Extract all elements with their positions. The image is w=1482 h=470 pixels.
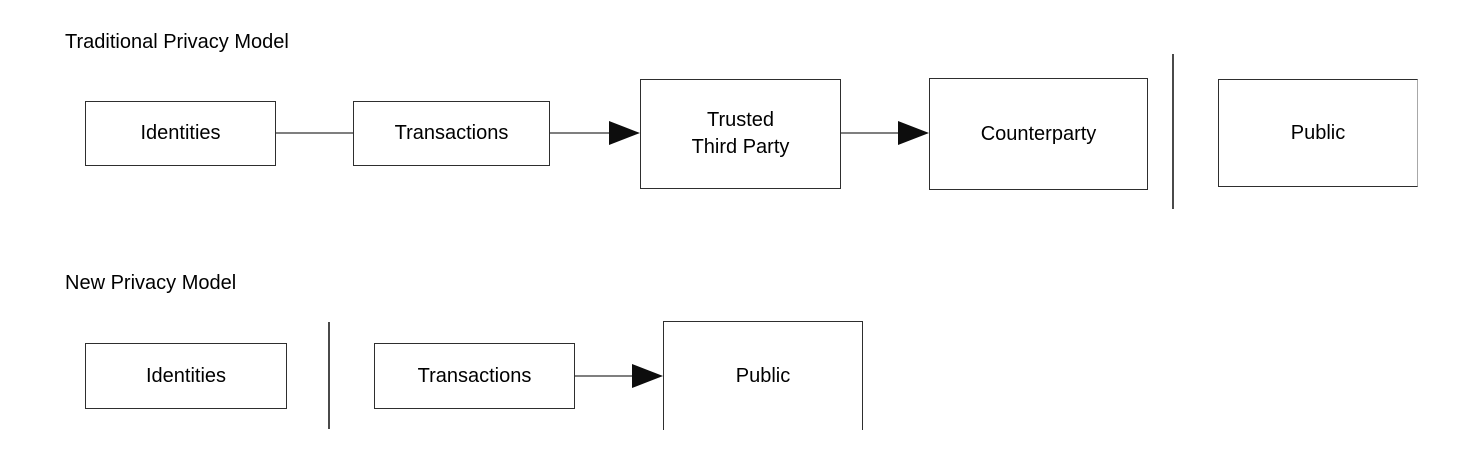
node-public-new: Public <box>663 321 863 430</box>
node-identities-traditional: Identities <box>85 101 276 166</box>
node-counterparty: Counterparty <box>929 78 1148 190</box>
section-title-new: New Privacy Model <box>65 272 237 294</box>
node-identities-new: Identities <box>85 343 287 409</box>
node-transactions-traditional: Transactions <box>353 101 550 166</box>
connector-identities-transactions <box>276 132 353 134</box>
node-trusted-third-party: Trusted Third Party <box>640 79 841 189</box>
divider-traditional <box>1172 54 1174 209</box>
arrow-line-transactions-to-ttp <box>550 132 610 134</box>
node-public-traditional: Public <box>1218 79 1418 187</box>
section-title-traditional: Traditional Privacy Model <box>65 31 289 53</box>
divider-new <box>328 322 330 429</box>
arrow-line-ttp-to-counterparty <box>841 132 899 134</box>
node-transactions-new: Transactions <box>374 343 575 409</box>
arrowhead-icon-transactions-to-ttp <box>609 121 640 145</box>
arrowhead-icon-ttp-to-counterparty <box>898 121 929 145</box>
arrowhead-icon-transactions-to-public <box>632 364 663 388</box>
arrow-line-transactions-to-public <box>575 375 633 377</box>
